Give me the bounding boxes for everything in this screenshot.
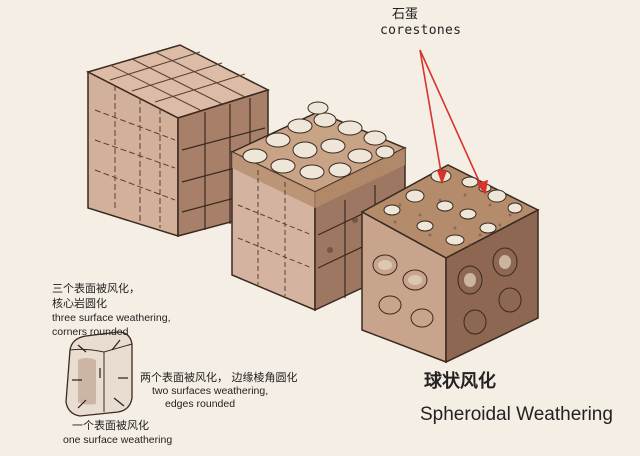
three-surface-label-en-2: corners rounded — [52, 326, 129, 338]
cube-spheroidal-weathering — [360, 164, 540, 364]
corestones-label-cn: 石蛋 — [392, 7, 419, 22]
corestones-label-en: corestones — [380, 23, 462, 38]
title-cn: 球状风化 — [424, 371, 496, 392]
inset-weathering-cube — [65, 331, 133, 417]
two-surface-label-en-1: two surfaces weathering, — [152, 385, 269, 397]
corestone-pointer-arrows — [419, 49, 489, 195]
two-surface-label-cn: 两个表面被风化， 边缘棱角圆化 — [140, 371, 298, 384]
title-en: Spheroidal Weathering — [420, 404, 613, 425]
one-surface-label-cn: 一个表面被风化 — [72, 419, 149, 432]
one-surface-label-en: one surface weathering — [63, 434, 173, 446]
three-surface-label-cn-2: 核心岩圆化 — [52, 297, 107, 310]
three-surface-label-cn-1: 三个表面被风化， — [52, 282, 140, 295]
three-surface-label-en-1: three surface weathering, — [52, 312, 171, 324]
two-surface-label-en-2: edges rounded — [165, 398, 236, 410]
cube-partially-weathered — [230, 101, 407, 312]
